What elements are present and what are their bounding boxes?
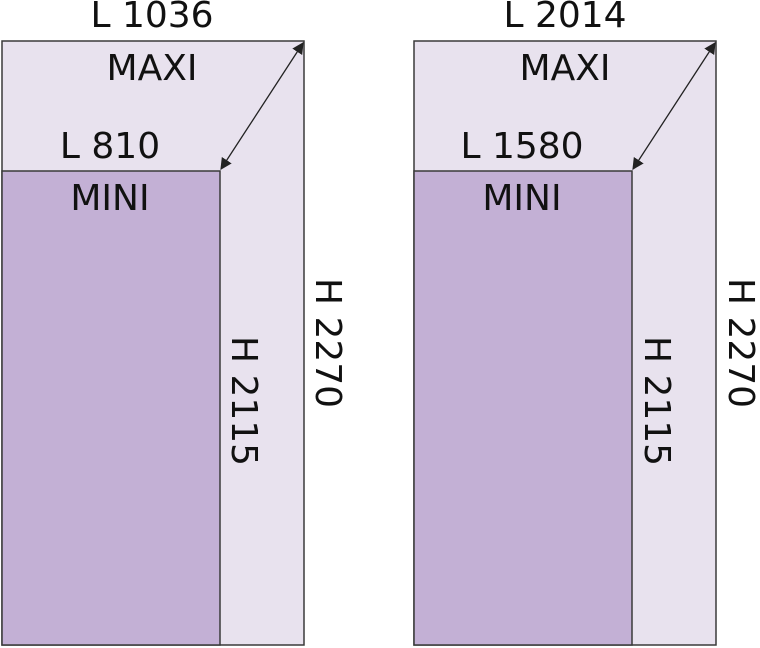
mini-height-label: H 2115 <box>223 336 264 466</box>
diagram-left: L 1036 MAXI L 810 MINI H 2115 H 2270 <box>1 0 348 646</box>
mini-width-label: L 1580 <box>460 126 583 167</box>
maxi-label: MAXI <box>520 48 611 89</box>
mini-rectangle <box>413 170 633 646</box>
maxi-width-label: L 2014 <box>503 0 626 36</box>
maxi-height-label: H 2270 <box>720 278 760 408</box>
mini-label: MINI <box>482 178 561 219</box>
diagonal-dimension-arrow <box>220 42 304 170</box>
mini-rectangle <box>1 170 221 646</box>
maxi-label: MAXI <box>107 48 198 89</box>
mini-label: MINI <box>70 178 149 219</box>
mini-width-label: L 810 <box>60 126 160 167</box>
diagonal-dimension-arrow <box>632 42 716 170</box>
mini-height-label: H 2115 <box>636 336 677 466</box>
maxi-height-label: H 2270 <box>307 278 348 408</box>
maxi-width-label: L 1036 <box>90 0 213 36</box>
diagram-right: L 2014 MAXI L 1580 MINI H 2115 H 2270 <box>413 0 760 646</box>
